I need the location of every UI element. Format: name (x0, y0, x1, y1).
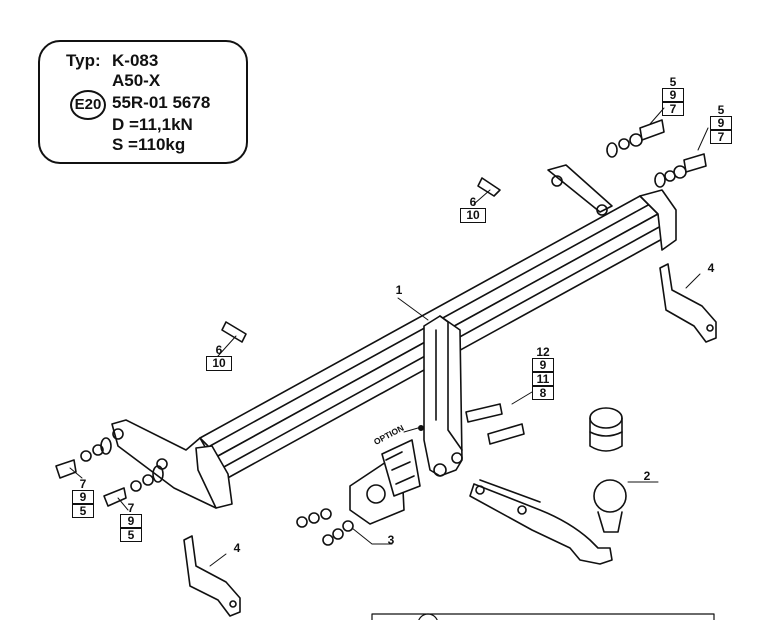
callout-num: 9 (127, 514, 135, 528)
part-label-2: 2 (643, 469, 651, 483)
callout-box (532, 372, 554, 386)
socket-plate (349, 439, 421, 525)
callout-box (662, 102, 684, 116)
callout-box (710, 116, 732, 130)
callout-box (120, 514, 142, 528)
callout-num: 12 (536, 345, 550, 359)
callout-num: 7 (79, 477, 87, 491)
callout-num: 11 (536, 372, 550, 386)
callout-box (460, 208, 486, 223)
callout-num: 6 (469, 195, 477, 209)
type-approval-plate: Typ: K-083 A50-X E20 55R-01 5678 D =11,1… (38, 40, 248, 164)
callout-num: 7 (127, 501, 135, 515)
support-bracket-left (183, 535, 241, 617)
callout-box (120, 528, 142, 542)
callout-num: 5 (79, 504, 87, 518)
model-variant: A50-X (112, 71, 161, 90)
swan-neck-ball-bar (469, 407, 627, 565)
d-value: D =11,1kN (112, 115, 193, 134)
callout-num: 9 (539, 358, 547, 372)
s-value: S =110kg (112, 135, 186, 154)
part-label-1: 1 (395, 283, 403, 297)
approval-number: 55R-01 5678 (112, 93, 211, 112)
callout-num: 8 (539, 386, 547, 400)
callout-num: 5 (669, 75, 677, 89)
part-label-4-left: 4 (233, 541, 241, 555)
callout-num: 10 (212, 356, 226, 370)
callout-num: 7 (669, 102, 677, 116)
callout-box (206, 356, 232, 371)
typ-label: Typ: (66, 51, 101, 70)
callout-num: 7 (717, 130, 725, 144)
callout-num: 10 (466, 208, 480, 222)
callout-box (532, 386, 554, 400)
callout-box (710, 130, 732, 144)
callout-num: 9 (717, 116, 725, 130)
model-number: K-083 (112, 51, 159, 70)
center-mount-bracket (423, 315, 463, 477)
part-label-4-right: 4 (707, 261, 715, 275)
callout-box (532, 358, 554, 372)
callout-box (72, 490, 94, 504)
leader-lines (69, 107, 709, 567)
callout-num: 9 (79, 490, 87, 504)
callout-box (662, 88, 684, 102)
callout-box (72, 504, 94, 518)
part-label-3: 3 (387, 533, 395, 547)
callout-num: 5 (127, 528, 135, 542)
e20-mark: E20 (70, 90, 106, 120)
callout-num: 6 (215, 343, 223, 357)
fasteners (55, 119, 707, 546)
support-bracket-right (659, 263, 717, 343)
callout-num: 5 (717, 103, 725, 117)
callout-num: 9 (669, 88, 677, 102)
